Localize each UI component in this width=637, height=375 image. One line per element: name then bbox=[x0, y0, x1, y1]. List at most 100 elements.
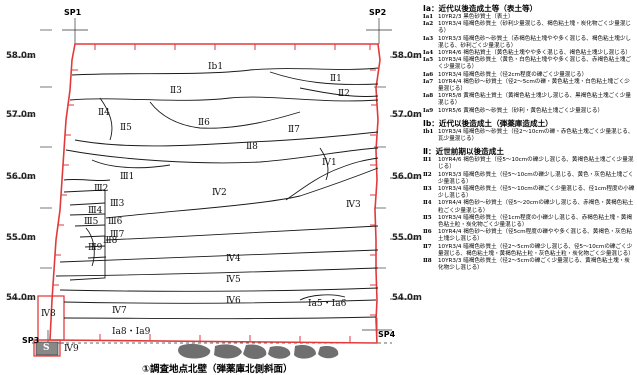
layer-label-ii5: Ⅱ5 bbox=[120, 123, 132, 133]
layer-label-ia5-ia6: Ⅰa5・Ⅰa6 bbox=[308, 299, 347, 309]
layer-label-ii7: Ⅱ7 bbox=[288, 125, 300, 135]
legend-item-description: 10YR2/3 黒色砂質土（表土） bbox=[438, 14, 514, 20]
legend-item-description: 10YR3/4 暗褐色砂質土（黄色・白色粘土塊やや多く混じる、赤褐色粘土塊ごく少… bbox=[438, 57, 632, 71]
layer-label-iv1: Ⅳ1 bbox=[322, 158, 337, 168]
rubble-stones bbox=[178, 343, 339, 360]
layer-label-ii1: Ⅱ1 bbox=[330, 74, 342, 84]
legend-item: Ⅰa1 10YR2/3 黒色砂質土（表土） bbox=[423, 14, 635, 21]
layer-label-iv4: Ⅳ4 bbox=[226, 254, 241, 264]
legend-item-description: 10YR3/3 暗褐色砂～砂質土（赤褐色粘土塊やや多く混じる、褐色粘土塊少し混じ… bbox=[438, 35, 632, 49]
layer-label-iv8: Ⅳ8 bbox=[41, 309, 56, 319]
legend-list-ii: Ⅱ1 10YR4/6 褐色砂質土（径5～10cmの礫少し混じる、黄褐色粘土塊ごく少… bbox=[423, 157, 635, 272]
legend-item-description: 10YR3/4 暗褐色砂質土（径5～10cmの礫ごく少量混じる、径1cm程度の小… bbox=[438, 186, 635, 200]
survey-point-sp2: SP2 bbox=[369, 8, 387, 17]
legend-item-code: Ⅰa3 bbox=[423, 35, 434, 42]
excavation-outline bbox=[33, 43, 381, 357]
legend-item: Ⅱ7 10YR3/4 暗褐色砂質土（径2～5cmの礫少し混じる、径5～10cmの礫… bbox=[423, 244, 635, 258]
legend-item-description: 10YR3/4 暗褐色砂～砂質土（径2～10cmの礫・赤色粘土塊ごく少量混じる、… bbox=[438, 128, 634, 143]
layer-label-ii4: Ⅱ4 bbox=[98, 108, 110, 118]
legend-list-ia: Ⅰa1 10YR2/3 黒色砂質土（表土） Ⅰa2 10YR3/4 暗褐色砂質土（砂利… bbox=[423, 14, 635, 115]
legend-item-code: Ⅰa1 bbox=[423, 14, 434, 20]
elevation-label-54-left: 54.0m bbox=[6, 293, 36, 303]
elevation-label-54-right: 54.0m bbox=[392, 293, 422, 303]
legend-item-description: 10YR3/4 暗褐色砂質土（径2～5cmの礫少し混じる、径5～10cmの礫ごく… bbox=[438, 243, 634, 257]
legend-item-description: 10YR3/4 暗褐色砂質土（砂利少量混じる、褐色粘土塊・炭化物ごく少量混じる） bbox=[438, 21, 632, 35]
legend-item-code: Ⅰa4 bbox=[423, 50, 434, 57]
survey-point-sp3: SP3 bbox=[22, 336, 40, 345]
legend-item: Ⅰb1 10YR3/4 暗褐色砂～砂質土（径2～10cmの礫・赤色粘土塊ごく少量混… bbox=[423, 129, 635, 143]
legend-item-code: Ⅱ3 bbox=[423, 186, 432, 193]
legend-heading-ib: Ⅰb：近代以後造成土（弾薬庫造成土） bbox=[423, 118, 553, 128]
legend-item-code: Ⅰa9 bbox=[423, 107, 434, 114]
legend-item-code: Ⅰb1 bbox=[423, 128, 434, 135]
legend-heading-ia: Ⅰa：近代以後造成土等（表土等） bbox=[423, 4, 538, 13]
elevation-label-55-left: 55.0m bbox=[6, 233, 36, 243]
elevation-label-56-left: 56.0m bbox=[6, 172, 36, 182]
legend-item-code: Ⅰa6 bbox=[423, 71, 434, 78]
layer-label-iv6: Ⅳ6 bbox=[226, 296, 241, 306]
legend-item: Ⅱ3 10YR3/4 暗褐色砂質土（径5～10cmの礫ごく少量混じる、径1cm程度… bbox=[423, 186, 635, 200]
legend-item-code: Ⅱ4 bbox=[423, 200, 432, 207]
legend-item: Ⅱ5 10YR3/4 暗褐色砂質土（径1cm程度の小礫少し混じる、赤褐色粘土塊・黄… bbox=[423, 215, 635, 229]
elevation-label-58-left: 58.0m bbox=[6, 51, 36, 61]
layer-label-iv3: Ⅳ3 bbox=[346, 200, 361, 210]
layer-label-iii3: Ⅲ3 bbox=[110, 199, 125, 209]
layer-label-iv2: Ⅳ2 bbox=[212, 188, 227, 198]
layer-label-ii2: Ⅱ2 bbox=[338, 89, 350, 99]
elevation-label-57-left: 57.0m bbox=[6, 110, 36, 120]
layer-label-iv7: Ⅳ7 bbox=[112, 306, 127, 316]
survey-point-sp4: SP4 bbox=[378, 330, 396, 339]
legend-item: Ⅰa9 10YR5/6 黄褐色砂～砂質土（砂利・黄色粘土塊ごく少量混じる） bbox=[423, 108, 635, 115]
legend-item: Ⅰa4 10YR4/6 褐色粘質土（黄色粘土塊やや多く混じる、褐色粘土塊少し混じる… bbox=[423, 50, 635, 57]
legend-item-description: 10YR4/6 褐色粘質土（黄色粘土塊やや多く混じる、褐色粘土塊少し混じる） bbox=[438, 50, 632, 57]
layer-label-ii3: Ⅱ3 bbox=[170, 86, 182, 96]
legend-item-code: Ⅰa2 bbox=[423, 21, 434, 28]
legend-item-code: Ⅰa7 bbox=[423, 78, 434, 85]
legend-item-code: Ⅰa8 bbox=[423, 93, 434, 100]
legend-item-description: 10YR4/4 褐色砂～砂質土（径5cm程度の礫やや多く混じる、黄褐色・灰色粘土… bbox=[438, 229, 632, 243]
layer-label-iii5: Ⅲ5 bbox=[84, 217, 99, 227]
stone-s bbox=[35, 341, 59, 356]
layer-label-stone-s: S bbox=[43, 343, 50, 353]
legend-item-description: 10YR4/4 褐色砂～砂質土（径5～20cmの礫少し混じる、赤褐色・黄褐色粘土… bbox=[438, 200, 634, 214]
legend-item-description: 10YR4/6 褐色砂質土（径5～10cmの礫少し混じる、黄褐色粘土塊ごく少量混… bbox=[438, 157, 634, 171]
layer-label-iii1: Ⅲ1 bbox=[120, 172, 135, 182]
layer-label-iv9: Ⅳ9 bbox=[64, 344, 79, 354]
layer-label-ii6: Ⅱ6 bbox=[198, 118, 210, 128]
legend-item-description: 10YR3/4 暗褐色砂質土（径2cm程度の礫ごく少量混じる） bbox=[438, 71, 588, 78]
legend-item: Ⅰa2 10YR3/4 暗褐色砂質土（砂利少量混じる、褐色粘土塊・炭化物ごく少量混… bbox=[423, 21, 635, 35]
layer-label-iii8: Ⅲ8 bbox=[103, 236, 118, 246]
layer-label-ib1: Ⅰb1 bbox=[208, 62, 224, 72]
legend-item-description: 10YR5/6 黄褐色砂～砂質土（砂利・黄色粘土塊ごく少量混じる） bbox=[438, 107, 604, 114]
layer-label-iii4: Ⅲ4 bbox=[88, 206, 103, 216]
elevation-label-56-right: 56.0m bbox=[392, 172, 422, 182]
layer-label-ii8: Ⅱ8 bbox=[246, 142, 258, 152]
figure-caption: ①調査地点北壁（弾薬庫北側斜面） bbox=[142, 364, 293, 375]
layer-label-iii6: Ⅲ6 bbox=[108, 217, 123, 227]
legend-item-code: Ⅱ7 bbox=[423, 243, 432, 250]
legend-heading-ii: Ⅱ：近世前期以後造成土 bbox=[423, 147, 504, 157]
elevation-label-57-right: 57.0m bbox=[392, 110, 422, 120]
legend-item-description: 10YR3/3 暗褐色砂質土（径5～10cmの礫少し混じる、黄色・灰色粘土塊ごく… bbox=[438, 171, 634, 185]
legend-item-code: Ⅱ1 bbox=[423, 157, 432, 164]
legend-item-code: Ⅰa5 bbox=[423, 57, 434, 64]
legend-item: Ⅱ1 10YR4/6 褐色砂質土（径5～10cmの礫少し混じる、黄褐色粘土塊ごく少… bbox=[423, 157, 635, 171]
legend-item-code: Ⅱ2 bbox=[423, 171, 432, 178]
layer-boundaries bbox=[55, 67, 379, 320]
survey-point-sp1: SP1 bbox=[64, 8, 82, 17]
legend-item-code: Ⅱ5 bbox=[423, 214, 432, 221]
legend-item: Ⅰa5 10YR3/4 暗褐色砂質土（黄色・白色粘土塊やや多く混じる、赤褐色粘土塊… bbox=[423, 57, 635, 71]
legend-item-description: 10YR3/4 暗褐色砂質土（径1cm程度の小礫少し混じる、赤褐色粘土塊・黄褐色… bbox=[438, 214, 632, 229]
elevation-ticks bbox=[8, 29, 418, 300]
legend-item: Ⅱ4 10YR4/4 褐色砂～砂質土（径5～20cmの礫少し混じる、赤褐色・黄褐色… bbox=[423, 200, 635, 214]
legend-item: Ⅱ2 10YR3/3 暗褐色砂質土（径5～10cmの礫少し混じる、黄色・灰色粘土塊… bbox=[423, 172, 635, 186]
layer-label-ia8-ia9: Ⅰa8・Ⅰa9 bbox=[112, 327, 151, 337]
layer-label-iii7: Ⅲ7 bbox=[110, 230, 125, 240]
legend-item: Ⅰa3 10YR3/3 暗褐色砂～砂質土（赤褐色粘土塊やや多く混じる、褐色粘土塊少… bbox=[423, 36, 635, 50]
